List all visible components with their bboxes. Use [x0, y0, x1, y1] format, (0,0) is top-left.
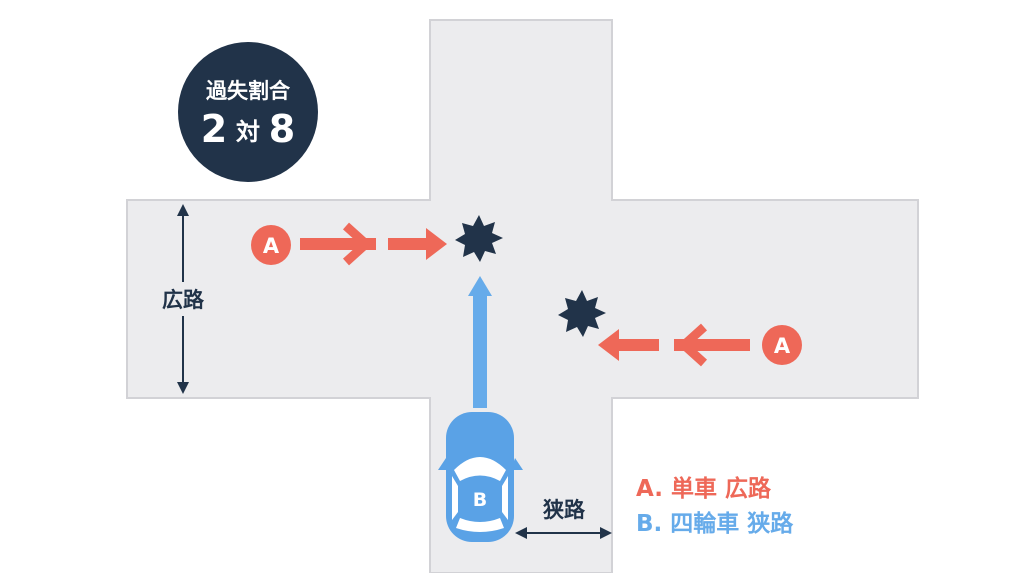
motorcycle-a-right: A	[598, 323, 802, 367]
collision-mark-2	[558, 290, 606, 337]
narrow-road-dimension: 狭路	[515, 498, 612, 539]
wide-road-label: 広路	[162, 288, 205, 312]
narrow-road-label: 狭路	[542, 498, 586, 522]
legend-b: B. 四輪車 狭路	[636, 510, 794, 537]
car-b-path-arrow	[468, 276, 492, 408]
legend-a: A. 単車 広路	[636, 475, 772, 502]
car-b: B	[438, 412, 523, 542]
road-cross	[126, 19, 919, 573]
ratio-left: 2	[201, 107, 227, 151]
car-b-label: B	[473, 489, 487, 511]
ratio-badge-title: 過失割合	[206, 79, 291, 103]
roads	[126, 19, 919, 573]
wide-road-dimension: 広路	[155, 204, 211, 394]
ratio-word: 対	[236, 118, 260, 146]
ratio-right: 8	[269, 107, 295, 151]
collision-mark-1	[455, 215, 503, 262]
ratio-badge: 過失割合 2 対 8	[178, 42, 318, 182]
marker-a-left: A	[263, 234, 280, 258]
marker-a-right: A	[774, 334, 791, 358]
legend: A. 単車 広路 B. 四輪車 狭路	[636, 475, 794, 537]
motorcycle-a-left: A	[251, 222, 447, 266]
